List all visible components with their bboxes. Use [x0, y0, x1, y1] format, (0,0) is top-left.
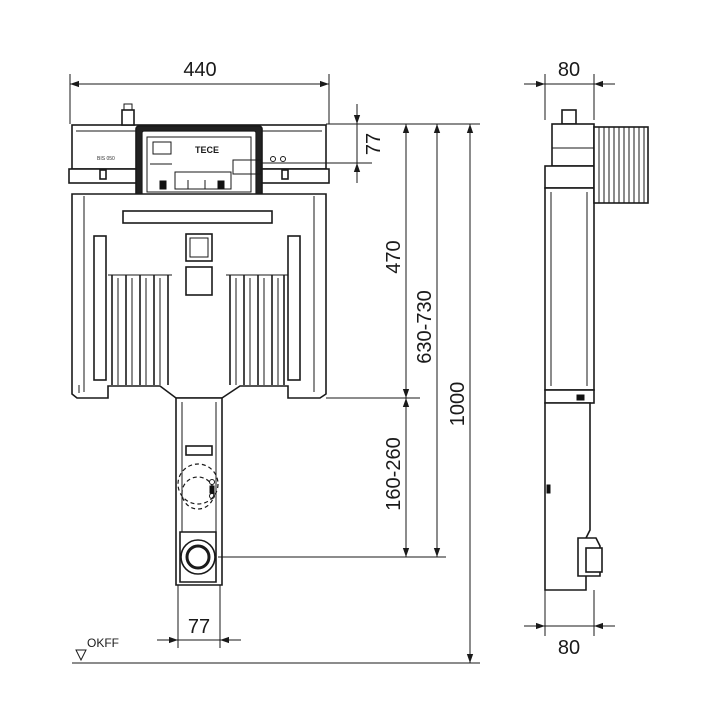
- dim-total-height: 1000: [447, 382, 469, 427]
- dim-depth-bottom: 80: [558, 637, 580, 659]
- right-fins: [226, 274, 288, 385]
- left-fins: [108, 274, 172, 385]
- triangle-down-icon: [75, 649, 87, 662]
- dim-outlet-offset: 77: [188, 616, 210, 638]
- floor-level-label: OKFF: [87, 636, 119, 650]
- dim-frame-height: 470: [383, 240, 405, 273]
- floor-level-marker: OKFF: [75, 636, 119, 662]
- panel-mark-label: BIS 050: [97, 156, 115, 162]
- dim-outlet-height: 160-260: [383, 437, 405, 510]
- outlet-pipe: [175, 397, 223, 586]
- side-upper-body: [544, 109, 595, 404]
- actuator-panel: TECE: [135, 125, 263, 202]
- dim-top-section: 77: [363, 133, 385, 155]
- dimension-lines: 440 80 77 470 160-260 630-730 1000: [69, 59, 615, 664]
- dim-actuation-height: 630-730: [414, 290, 436, 363]
- dim-depth-top: 80: [558, 59, 580, 81]
- front-view: BIS 050 TECE: [68, 103, 330, 586]
- side-view: [544, 109, 649, 591]
- side-lower-body: [544, 402, 603, 591]
- side-ribbed-panel: [593, 126, 649, 204]
- brand-logo-text: TECE: [195, 145, 219, 155]
- main-frame: [71, 193, 327, 399]
- dim-width-front: 440: [183, 59, 216, 81]
